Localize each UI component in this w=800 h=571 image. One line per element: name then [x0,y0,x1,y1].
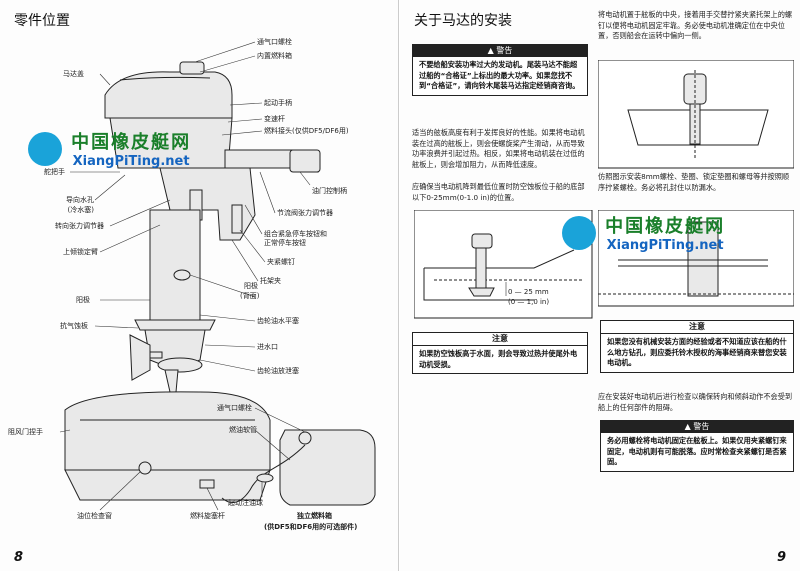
label-inner-fuel-tank: 内置燃料箱 [257,52,292,60]
para-transom-height: 适当的舷板高度有利于发挥良好的性能。如果将电动机装在过高的舷板上，则会使螺旋桨产… [412,128,585,169]
watermark-logo-icon [28,131,62,166]
label-anode-back-sub: (背面) [240,292,260,300]
label-tilt-pin: 上倾锁定臂 [63,248,98,256]
label-gear-oil-level: 齿轮油水平塞 [257,317,299,325]
label-fuel-hose: 燃油软管 [229,426,257,434]
label-primer-bulb: 起动注油球 [228,499,263,507]
page-title-right: 关于马达的安装 [414,13,512,29]
watermark-cn: 中国橡皮艇网 [71,132,192,153]
note-box-2: 注意 如果您没有机械安装方面的经验或者不知道应该在船的什么地方钻孔，则应委托铃木… [600,320,794,373]
para-check-steering: 应在安装好电动机后进行检查以确保转向和倾斜动作不会受到船上的任何部件的阻碍。 [598,392,793,412]
note-box-1: 注意 如果防空蚀板高于水面，则会导致过热并使尾外电动机受损。 [412,332,588,374]
label-choke-knob: 阻风门捏手 [8,428,43,436]
warning-icon-2: ▲ [684,422,694,431]
label-external-tank: 独立燃料箱 [297,512,332,520]
para-cavitation-position: 应确保当电动机降到最低位置时防空蚀板位于船的底部以下0-25mm(0-1.0 i… [412,182,585,202]
watermark-right: 中国橡皮艇网 XiangPiTing.net [562,212,725,253]
label-pilot-water: 导向水孔 [66,196,94,204]
page-number-right: 9 [776,550,786,565]
label-water-intake: 进水口 [257,343,278,351]
label-hood: 马达盖 [63,70,84,78]
warning-box-2: ▲ 警告 务必用螺栓将电动机固定在舷板上。如果仅用夹紧螺钉来固定，电动机则有可能… [600,420,794,472]
label-vent-screw: 通气口螺栓 [257,38,292,46]
label-dimension: 0 — 25 mm [508,288,549,296]
label-throttle-tension: 节流阀张力调节器 [277,209,333,217]
label-oil-check: 油位检查窗 [77,512,112,520]
left-page: 零件位置 [0,0,399,571]
note-text-1: 如果防空蚀板高于水面，则会导致过热并使尾外电动机受损。 [419,349,578,369]
warning-header-2: ▲ 警告 [601,421,793,433]
mount-diagram-top [598,60,794,169]
label-pilot-water-sub: (冷水塞) [67,206,94,214]
mount-diagram-bottom [598,210,794,307]
label-throttle-grip: 油门控制柄 [312,187,347,195]
label-anode-back: 阳极 [244,282,258,290]
label-fuel-valve: 燃料旋塞杆 [190,512,225,520]
right-page: 关于马达的安装 ▲ 警告 不要给船安装功率过大的发动机。尾装马达不能超过船的“合… [400,0,800,571]
label-vent-screw-2: 通气口螺栓 [217,404,252,412]
para-bolt-install: 仿照图示安装8mm螺栓、垫圈、锁定垫圈和螺母等并按照顺序拧紧螺栓。务必将孔封住以… [598,172,790,192]
page-number-left: 8 [14,550,24,565]
page-title-left: 零件位置 [14,13,70,29]
label-anode: 阳极 [76,296,90,304]
warning-text-2: 务必用螺栓将电动机固定在舷板上。如果仅用夹紧螺钉来固定，电动机则有可能脱落。应时… [607,436,787,466]
label-fuel-connector: 燃料接头(仅供DF5/DF6用) [264,127,349,135]
label-gear-oil-drain: 齿轮油放泄塞 [257,367,299,375]
watermark-en-2: XiangPiTing.net [606,238,724,253]
watermark-left: 中国橡皮艇网 XiangPiTing.net [28,128,191,169]
label-shift-lever: 变速杆 [264,115,285,123]
label-stop-switch: 组合紧急停车按钮和 [264,230,327,238]
label-tiller-handle: 舵把手 [44,168,65,176]
watermark-logo-icon-2 [562,215,596,250]
label-start-handle: 起动手柄 [264,99,292,107]
note-text-2: 如果您没有机械安装方面的经验或者不知道应该在船的什么地方钻孔，则应委托铃木授权的… [607,337,787,367]
watermark-cn-2: 中国橡皮艇网 [605,216,726,237]
label-steering-tension: 转向张力调节器 [55,222,104,230]
warning-text-1: 不要给船安装功率过大的发动机。尾装马达不能超过船的“合格证”上标出的最大功率。如… [419,60,580,90]
label-anti-cavitation: 抗气蚀板 [60,322,88,330]
label-external-tank-sub: (供DF5和DF6用的可选部件) [264,523,358,531]
label-clamp-bracket: 托架夹 [260,277,281,285]
motor-diagram [59,41,376,511]
warning-box-1: ▲ 警告 不要给船安装功率过大的发动机。尾装马达不能超过船的“合格证”上标出的最… [412,44,588,96]
para-center-mount: 将电动机置于舷板的中央，接着用手交替拧紧夹紧托架上的螺钉以便将电动机固定牢靠。务… [598,10,793,40]
note-header-2: 注意 [601,321,793,334]
label-dimension-2: (0 — 1,0 in) [508,298,550,306]
note-header-1: 注意 [413,333,587,346]
label-stop-switch-2: 正常停车按钮 [264,239,306,247]
warning-icon: ▲ [487,46,497,55]
label-clamp-screw: 夹紧螺钉 [267,258,295,266]
warning-header-1: ▲ 警告 [413,45,587,57]
watermark-en: XiangPiTing.net [72,154,190,169]
